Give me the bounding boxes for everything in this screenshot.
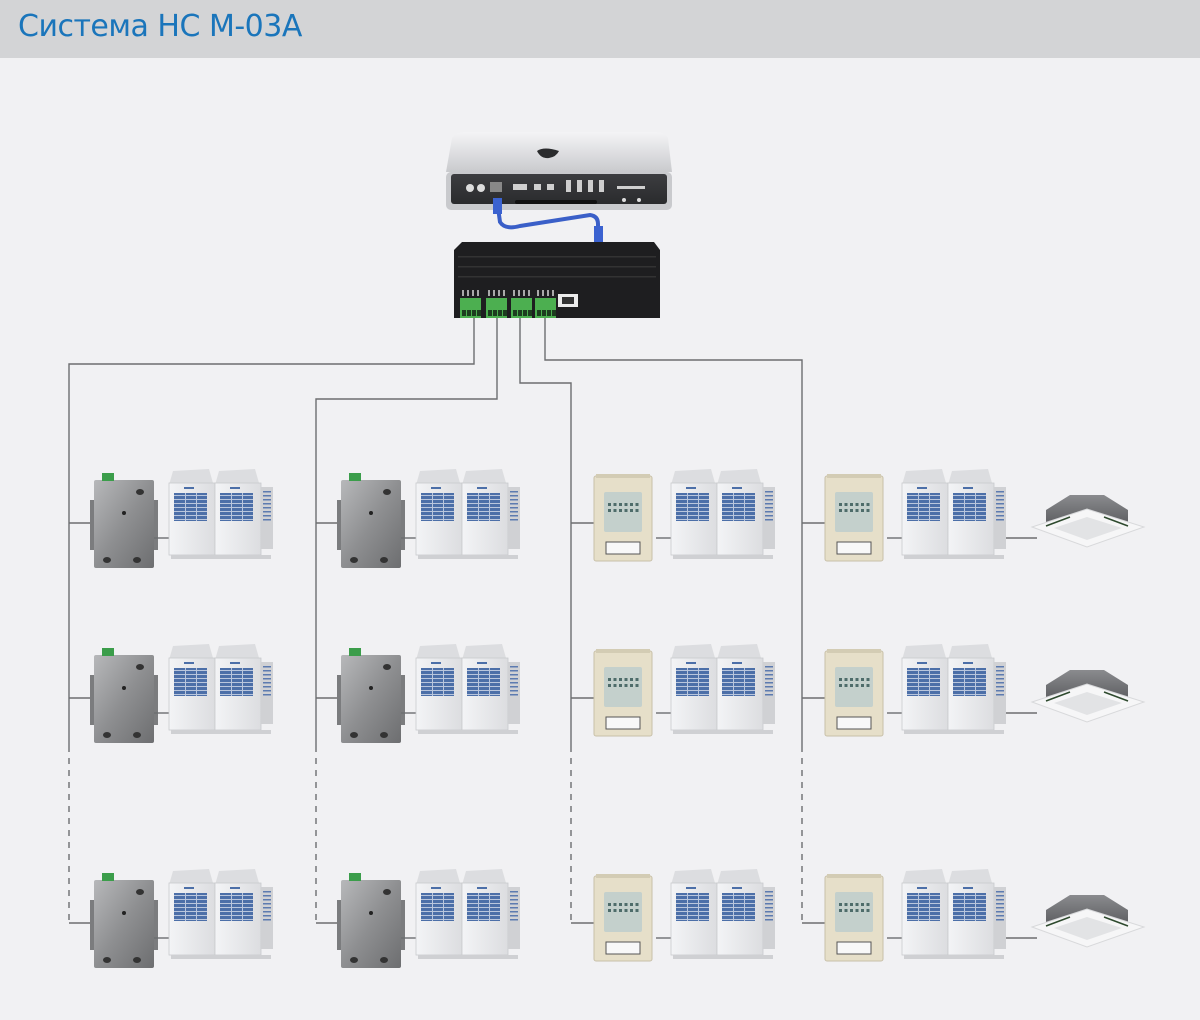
device-row <box>69 644 273 743</box>
gateway-hub-icon <box>454 242 660 318</box>
controller-icon <box>824 474 884 562</box>
outdoor-unit-icon <box>415 469 520 559</box>
adapter-icon <box>337 648 405 743</box>
controller-icon <box>824 874 884 962</box>
device-row <box>316 644 520 743</box>
wire <box>519 318 572 700</box>
terminal-block <box>460 290 481 318</box>
wire <box>68 318 475 700</box>
outdoor-unit-icon <box>901 869 1006 959</box>
adapter-icon <box>90 473 158 568</box>
outdoor-unit-icon <box>670 469 775 559</box>
outdoor-unit-icon <box>415 644 520 734</box>
device-row <box>316 869 520 968</box>
wiring <box>68 318 803 922</box>
outdoor-unit-icon <box>168 869 273 959</box>
device-row <box>802 644 1146 737</box>
device-row <box>802 469 1146 562</box>
adapter-icon <box>90 873 158 968</box>
wire <box>544 318 803 700</box>
wire <box>315 318 498 700</box>
header-bar: Система HC M-03A <box>0 0 1200 58</box>
ethernet-cable <box>493 198 603 242</box>
terminal-block <box>511 290 532 318</box>
cassette-unit-icon <box>1030 895 1146 948</box>
cassette-unit-icon <box>1030 495 1146 548</box>
device-row <box>69 469 273 568</box>
page-title: Система HC M-03A <box>18 9 302 44</box>
device-row <box>571 869 775 962</box>
outdoor-unit-icon <box>901 469 1006 559</box>
device-row <box>571 644 775 737</box>
adapter-icon <box>90 648 158 743</box>
device-row <box>316 469 520 568</box>
terminal-block <box>486 290 507 318</box>
cassette-unit-icon <box>1030 670 1146 723</box>
outdoor-unit-icon <box>415 869 520 959</box>
outdoor-unit-icon <box>670 644 775 734</box>
adapter-icon <box>337 873 405 968</box>
controller-icon <box>593 649 653 737</box>
device-row <box>69 869 273 968</box>
mac-mini-icon <box>446 132 672 210</box>
controller-icon <box>593 874 653 962</box>
controller-icon <box>824 649 884 737</box>
controller-icon <box>593 474 653 562</box>
outdoor-unit-icon <box>670 869 775 959</box>
terminal-block <box>535 290 556 318</box>
device-row <box>802 869 1146 962</box>
outdoor-unit-icon <box>168 469 273 559</box>
adapter-icon <box>337 473 405 568</box>
outdoor-unit-icon <box>168 644 273 734</box>
device-grid <box>69 469 1146 968</box>
device-row <box>571 469 775 562</box>
outdoor-unit-icon <box>901 644 1006 734</box>
